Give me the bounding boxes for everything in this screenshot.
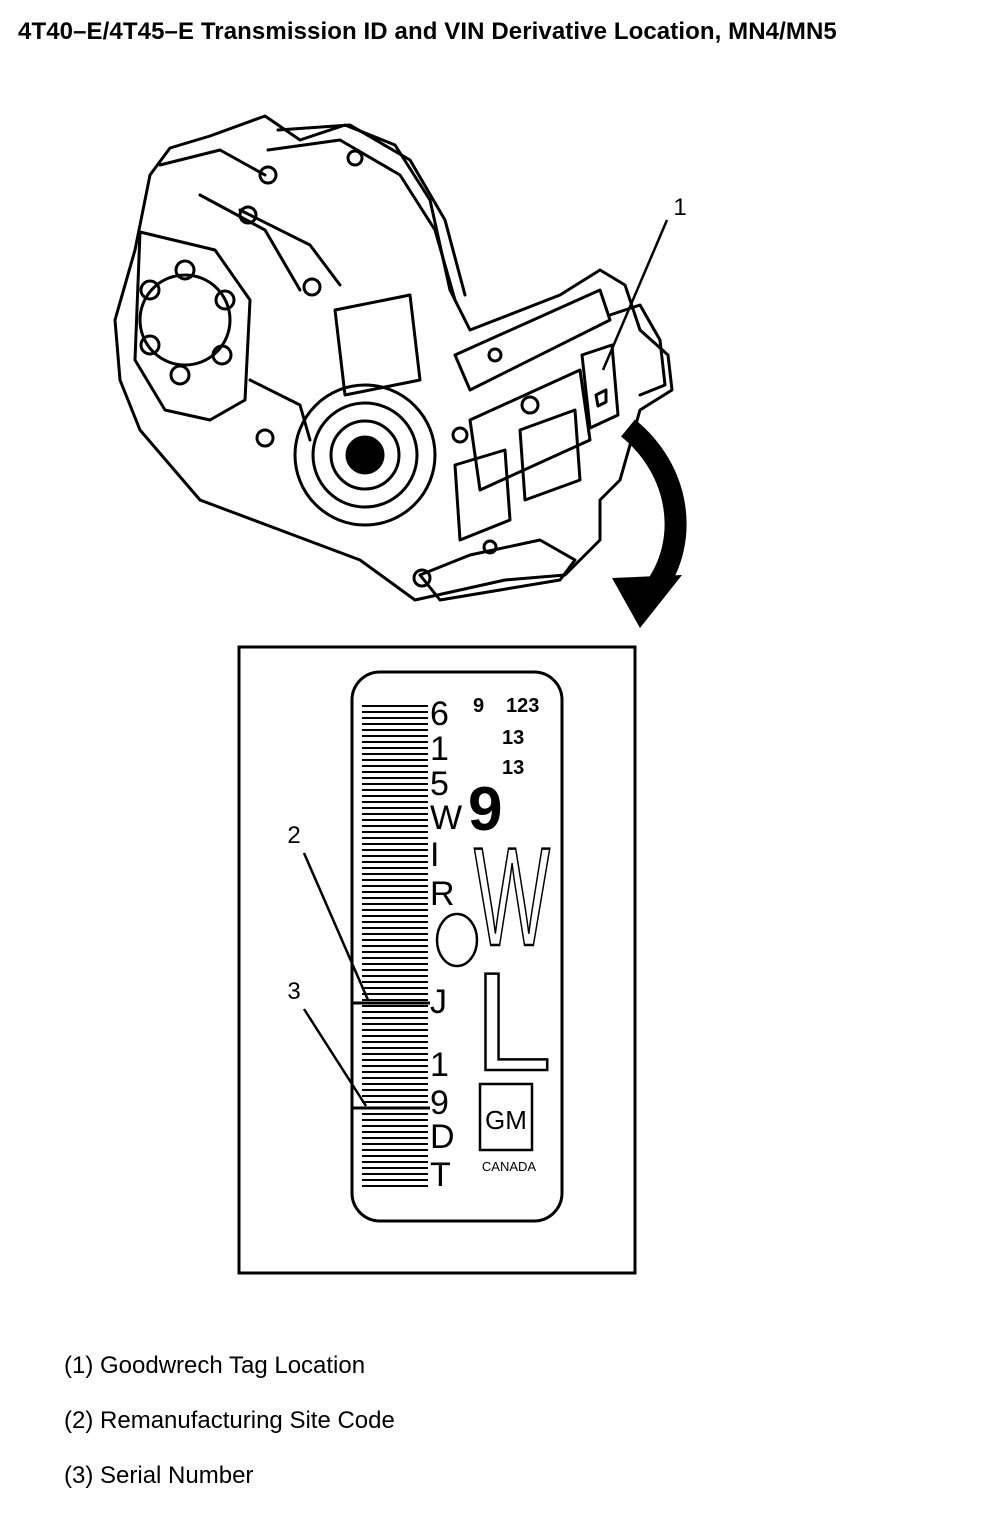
barcode [362, 705, 428, 1187]
legend-item-3: (3) Serial Number [64, 1462, 253, 1490]
legend-text: Serial Number [100, 1462, 254, 1489]
tag-small-text: 13 [502, 757, 524, 779]
transmission-drawing [113, 114, 674, 602]
tag-big-digit: 9 [468, 775, 502, 844]
callout-2-label: 2 [287, 822, 300, 849]
legend-item-1: (1) Goodwrech Tag Location [64, 1352, 365, 1380]
tag-char: 1 [430, 730, 449, 768]
legend-number: (3) [64, 1462, 94, 1489]
gm-logo-text: GM [485, 1105, 527, 1135]
page-title: 4T40–E/4T45–E Transmission ID and VIN De… [18, 18, 837, 45]
tag-small-numbers: 9 123 13 13 [473, 695, 539, 779]
legend-item-2: (2) Remanufacturing Site Code [64, 1407, 395, 1435]
legend-text: Remanufacturing Site Code [100, 1407, 395, 1434]
tag-small-text: 123 [506, 695, 539, 717]
tag-char: I [430, 836, 439, 874]
gm-logo-box [478, 1082, 534, 1152]
callout-1-leader [601, 219, 669, 371]
detail-frame [237, 645, 637, 1275]
gm-logo-subtext: CANADA [482, 1159, 537, 1174]
tag-oval [435, 912, 479, 968]
callout-3-leader [302, 1008, 368, 1107]
tag-big-letter-w: W [474, 818, 550, 975]
tag-char: T [430, 1156, 451, 1194]
curved-arrow-head [612, 575, 682, 628]
tag-char: 5 [430, 765, 449, 803]
tag-char: D [430, 1118, 455, 1156]
id-tag [350, 670, 564, 1223]
tag-char: 9 [430, 1084, 449, 1122]
callout-3-label: 3 [287, 978, 300, 1005]
curved-arrow-body [620, 419, 687, 595]
tag-char: W [430, 799, 462, 837]
callout-1-label: 1 [673, 194, 686, 221]
tag-char: R [430, 875, 455, 913]
tag-big-letters: W L [473, 817, 553, 1102]
tag-big-letter-l: L [474, 943, 552, 1100]
callout-2-leader [302, 852, 370, 1001]
tag-small-text: 9 [473, 695, 484, 717]
tag-small-text: 13 [502, 727, 524, 749]
tag-characters: 6 1 5 W I R J 1 9 D T [430, 695, 462, 1194]
legend-number: (2) [64, 1407, 94, 1434]
tag-char: J [430, 983, 447, 1021]
tag-char: 1 [430, 1046, 449, 1084]
legend-number: (1) [64, 1352, 94, 1379]
tag-char: 6 [430, 695, 449, 733]
legend-text: Goodwrech Tag Location [100, 1352, 366, 1379]
